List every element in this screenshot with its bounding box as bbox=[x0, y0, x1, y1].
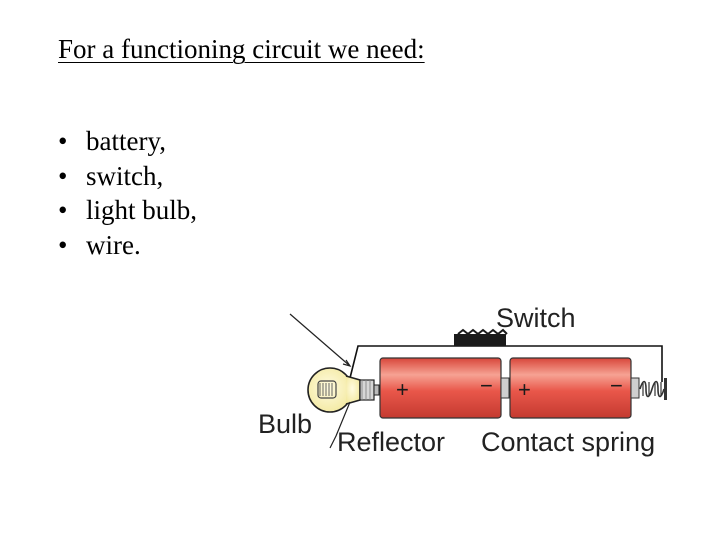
bullet-marker: • bbox=[58, 195, 68, 225]
list-item: • switch, bbox=[58, 159, 197, 194]
list-item-text: switch, bbox=[86, 160, 164, 191]
battery-cell-1: + − bbox=[379, 357, 510, 419]
slide-heading: For a functioning circuit we need: bbox=[58, 34, 425, 64]
bullet-marker: • bbox=[58, 229, 68, 260]
list-item: • wire. bbox=[58, 228, 197, 263]
list-item-text: wire. bbox=[86, 229, 141, 260]
reflector-label: Reflector bbox=[337, 427, 445, 457]
requirements-list: • battery, • switch, • light bulb, • wire. bbox=[58, 124, 197, 262]
switch-icon bbox=[454, 328, 508, 346]
bulb-label: Bulb bbox=[258, 409, 312, 439]
positive-terminal-label: + bbox=[518, 377, 531, 402]
contact-spring-icon bbox=[639, 378, 667, 400]
list-item: • light bulb, bbox=[58, 193, 197, 228]
list-item-text: battery, bbox=[86, 126, 166, 156]
switch-pointer-line bbox=[289, 313, 351, 367]
switch-label: Switch bbox=[496, 303, 576, 333]
bullet-marker: • bbox=[58, 126, 68, 156]
reflector-pointer-line bbox=[329, 401, 351, 449]
negative-terminal-label: − bbox=[610, 373, 623, 398]
light-bulb-icon bbox=[307, 367, 380, 413]
negative-terminal-label: − bbox=[480, 373, 493, 398]
battery-cell-2: + − bbox=[509, 357, 640, 419]
pointer-arrowhead-icon bbox=[342, 359, 352, 368]
bullet-marker: • bbox=[58, 160, 68, 191]
circuit-wire bbox=[349, 345, 663, 382]
list-item-text: light bulb, bbox=[86, 195, 198, 225]
positive-terminal-label: + bbox=[396, 377, 409, 402]
list-item: • battery, bbox=[58, 124, 197, 159]
contact-spring-label: Contact spring bbox=[481, 427, 655, 457]
